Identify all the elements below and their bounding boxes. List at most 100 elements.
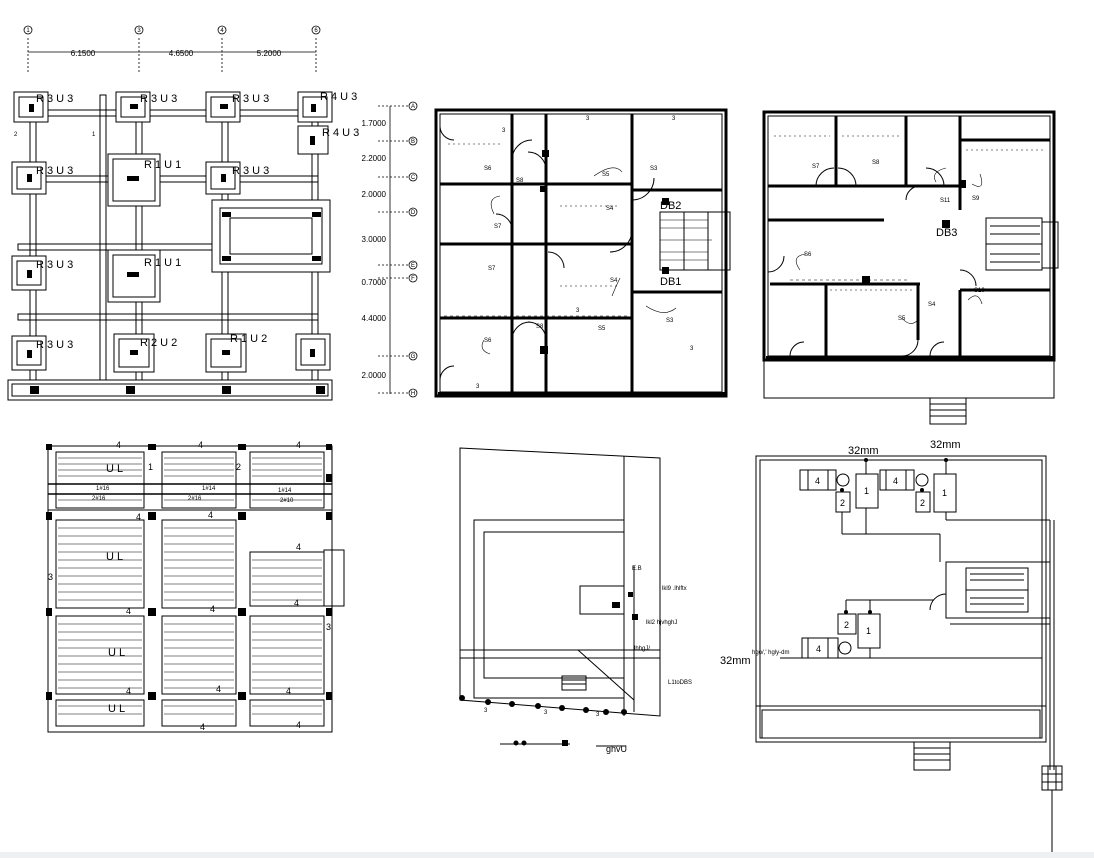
slab-mark: 4 bbox=[296, 440, 301, 450]
plumbing-plan bbox=[755, 455, 1063, 852]
switch-label: S8 bbox=[536, 324, 544, 330]
slab-mark: 4 bbox=[136, 512, 141, 522]
switch-label: S4 bbox=[610, 278, 618, 284]
rebar-label: 1#14 bbox=[278, 488, 292, 494]
grid-bubble-label: 3 bbox=[137, 28, 141, 34]
distribution-board-label: DB3 bbox=[936, 227, 957, 239]
top-dimension-line bbox=[23, 25, 321, 72]
switch-label: S8 bbox=[516, 178, 524, 184]
dimension-value: 2.0000 bbox=[362, 371, 387, 380]
footing-label: R 2 U 2 bbox=[140, 337, 177, 349]
site-plan bbox=[459, 447, 661, 747]
switch-label: S5 bbox=[598, 326, 606, 332]
dimension-value: 1.7000 bbox=[362, 119, 387, 128]
fixture-number: 4 bbox=[816, 644, 821, 654]
top-dimension-bubbles: 1 3 4 6 6.1500 4.6500 5.2000 bbox=[26, 28, 318, 58]
side-dimension-text: 1.7000 2.2000 2.0000 3.0000 0.7000 4.400… bbox=[362, 104, 416, 397]
rebar-label: 1#14 bbox=[202, 486, 216, 492]
switch-label: S8 bbox=[872, 160, 880, 166]
switch-label: S6 bbox=[484, 338, 492, 344]
site-number: 3 bbox=[544, 710, 548, 716]
grid-bubble-label: D bbox=[411, 210, 416, 216]
dimension-value: 4.4000 bbox=[362, 314, 387, 323]
dimension-value: 4.6500 bbox=[169, 49, 194, 58]
footing-label: R 1 U 1 bbox=[144, 159, 181, 171]
grid-bubble-label: 4 bbox=[220, 28, 224, 34]
electrical-plan-2-blocks bbox=[766, 180, 1054, 359]
footing-label: R 4 U 3 bbox=[320, 91, 357, 103]
room-number: 3 bbox=[586, 116, 590, 122]
dimension-value: 2.2000 bbox=[362, 154, 387, 163]
plumbing-note: hgo/,' hgly-dm bbox=[752, 650, 790, 656]
electrical-plan-2-details bbox=[774, 135, 1044, 324]
footing-label: R 3 U 3 bbox=[36, 93, 73, 105]
slab-mark: 4 bbox=[286, 686, 291, 696]
switch-label: S4 bbox=[928, 302, 936, 308]
room-number: 3 bbox=[576, 308, 580, 314]
room-number: 3 bbox=[476, 384, 480, 390]
beam-mark: 2 bbox=[14, 132, 18, 138]
slab-plan bbox=[47, 445, 345, 733]
footing-label: R 3 U 3 bbox=[36, 339, 73, 351]
grid-bubble-label: E bbox=[411, 263, 415, 269]
slab-mark: 1 bbox=[148, 462, 153, 472]
grid-bubble-label: 1 bbox=[26, 28, 30, 34]
switch-label: S10 bbox=[974, 288, 985, 294]
slab-mark: 4 bbox=[126, 606, 131, 616]
slab-mark: 3 bbox=[48, 572, 53, 582]
site-plan-dots bbox=[459, 592, 638, 746]
slab-mark: 4 bbox=[296, 542, 301, 552]
site-number: 3 bbox=[596, 712, 600, 718]
dimension-value: 2.0000 bbox=[362, 190, 387, 199]
slab-mark: 4 bbox=[296, 720, 301, 730]
footing-label: R 4 U 3 bbox=[322, 127, 359, 139]
site-label: E.B bbox=[632, 566, 642, 572]
rebar-label: 2#16 bbox=[92, 496, 106, 502]
slab-mark: U L bbox=[106, 463, 123, 475]
slab-mark: 2 bbox=[236, 462, 241, 472]
switch-label: S3 bbox=[650, 166, 658, 172]
electrical-plan-2 bbox=[762, 110, 1059, 425]
grid-bubble-label: F bbox=[411, 276, 415, 282]
slab-mark: 4 bbox=[216, 684, 221, 694]
slab-mark: 4 bbox=[200, 722, 205, 732]
room-number: 3 bbox=[690, 346, 694, 352]
distribution-board-label: DB1 bbox=[660, 276, 681, 288]
site-number: 3 bbox=[484, 708, 488, 714]
site-label: lkl2 hjvhghJ bbox=[646, 620, 677, 626]
switch-label: S7 bbox=[488, 266, 496, 272]
beam-mark: 1 bbox=[92, 132, 96, 138]
switch-label: S6 bbox=[804, 252, 812, 258]
grid-bubble-label: H bbox=[411, 391, 415, 397]
grid-bubble-label: A bbox=[411, 104, 415, 110]
footing-label: R 3 U 3 bbox=[232, 93, 269, 105]
switch-label: S7 bbox=[494, 224, 502, 230]
site-label: L1toDBS bbox=[668, 680, 692, 686]
footing-label: R 3 U 3 bbox=[36, 165, 73, 177]
dimension-value: 0.7000 bbox=[362, 278, 387, 287]
footing-label: R 1 U 1 bbox=[144, 257, 181, 269]
fixture-number: 2 bbox=[920, 498, 925, 508]
site-plan-labels: E.B lkl9 .lhlftx lkl2 hjvhghJ lhhgJ/ L1t… bbox=[484, 566, 692, 754]
slab-mark: 4 bbox=[210, 604, 215, 614]
grid-bubble-label: G bbox=[411, 354, 416, 360]
electrical-plan-1-blocks bbox=[438, 150, 726, 395]
fixture-number: 4 bbox=[815, 476, 820, 486]
grid-bubble-label: B bbox=[411, 139, 415, 145]
site-label: lkl9 .lhlftx bbox=[662, 586, 687, 592]
switch-label: S4 bbox=[606, 206, 614, 212]
dimension-value: 3.0000 bbox=[362, 235, 387, 244]
plumbing-fittings bbox=[840, 458, 948, 614]
switch-label: S3 bbox=[666, 318, 674, 324]
side-dimension-line bbox=[378, 101, 418, 398]
slab-mark: U L bbox=[108, 647, 125, 659]
grid-bubble-label: C bbox=[411, 175, 416, 181]
slab-plan-labels: 4 4 4 U L U L U L U L 1 2 3 3 1#16 2#16 … bbox=[48, 440, 331, 732]
slab-mark: 3 bbox=[326, 622, 331, 632]
switch-label: S7 bbox=[812, 164, 820, 170]
slab-mark: 4 bbox=[198, 440, 203, 450]
electrical-plan-1-details bbox=[444, 143, 712, 355]
fixture-number: 4 bbox=[893, 476, 898, 486]
slab-mark: U L bbox=[108, 703, 125, 715]
